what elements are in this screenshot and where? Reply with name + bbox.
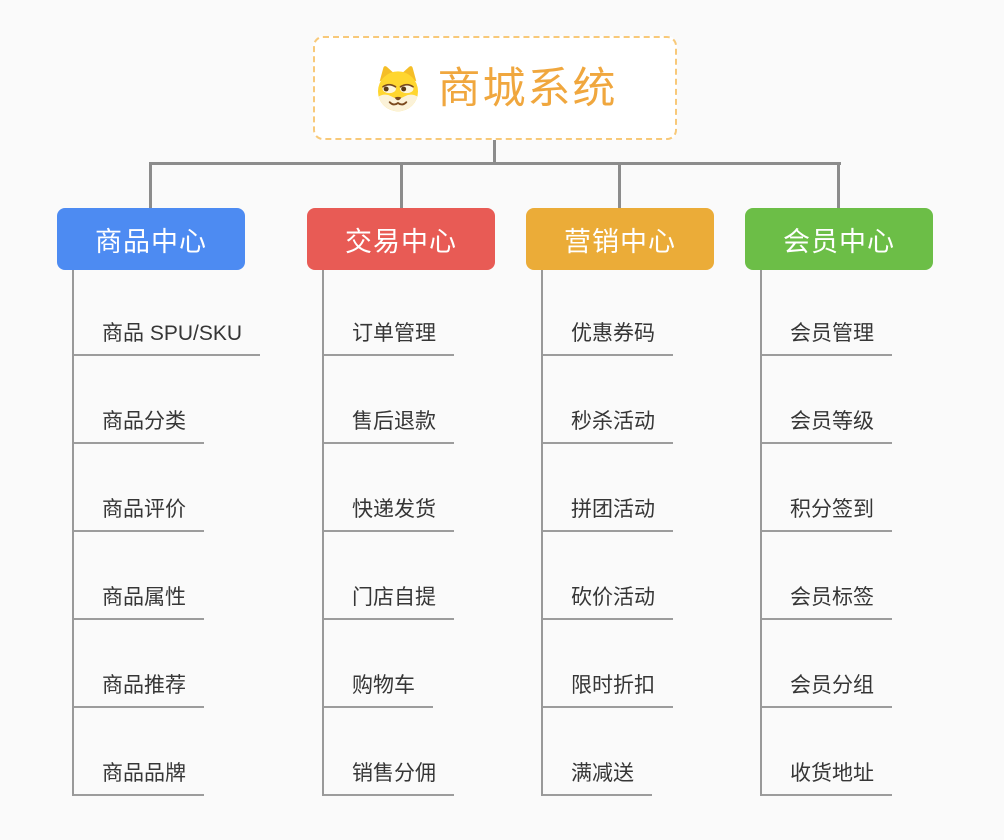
leaf-node[interactable]: 商品属性 xyxy=(74,532,204,620)
leaf-column-member: 会员管理 会员等级 积分签到 会员标签 会员分组 收货地址 xyxy=(760,270,892,796)
leaf-node[interactable]: 售后退款 xyxy=(324,356,454,444)
connector-stub-member xyxy=(837,162,840,208)
branch-node-product-center[interactable]: 商品中心 xyxy=(57,208,245,270)
connector-root-stub xyxy=(493,140,496,164)
leaf-node[interactable]: 商品推荐 xyxy=(74,620,204,708)
branch-label: 交易中心 xyxy=(345,226,457,257)
leaf-node[interactable]: 门店自提 xyxy=(324,532,454,620)
leaf-node[interactable]: 商品评价 xyxy=(74,444,204,532)
branch-label: 商品中心 xyxy=(95,226,207,257)
branch-node-member-center[interactable]: 会员中心 xyxy=(745,208,933,270)
connector-stub-product xyxy=(149,162,152,208)
leaf-node[interactable]: 优惠券码 xyxy=(543,270,673,356)
leaf-node[interactable]: 秒杀活动 xyxy=(543,356,673,444)
leaf-node[interactable]: 销售分佣 xyxy=(324,708,454,796)
leaf-node[interactable]: 会员管理 xyxy=(762,270,892,356)
branch-label: 会员中心 xyxy=(783,226,895,257)
leaf-node[interactable]: 会员标签 xyxy=(762,532,892,620)
doge-icon xyxy=(377,66,418,112)
leaf-node[interactable]: 积分签到 xyxy=(762,444,892,532)
leaf-node[interactable]: 拼团活动 xyxy=(543,444,673,532)
branch-node-trade-center[interactable]: 交易中心 xyxy=(307,208,495,270)
leaf-node[interactable]: 商品 SPU/SKU xyxy=(74,270,261,356)
connector-stub-trade xyxy=(400,162,403,208)
leaf-column-product: 商品 SPU/SKU 商品分类 商品评价 商品属性 商品推荐 商品品牌 xyxy=(72,270,261,796)
leaf-node[interactable]: 满减送 xyxy=(543,708,652,796)
connector-bus xyxy=(150,162,841,165)
root-title: 商城系统 xyxy=(437,64,618,113)
leaf-node[interactable]: 砍价活动 xyxy=(543,532,673,620)
branch-label: 营销中心 xyxy=(564,226,676,257)
connector-stub-marketing xyxy=(618,162,621,208)
leaf-node[interactable]: 快递发货 xyxy=(324,444,454,532)
leaf-node[interactable]: 商品品牌 xyxy=(74,708,204,796)
leaf-node[interactable]: 购物车 xyxy=(324,620,433,708)
root-node-mall-system[interactable]: 商城系统 xyxy=(313,36,677,140)
leaf-node[interactable]: 限时折扣 xyxy=(543,620,673,708)
leaf-node[interactable]: 订单管理 xyxy=(324,270,454,356)
leaf-node[interactable]: 商品分类 xyxy=(74,356,204,444)
leaf-node[interactable]: 会员等级 xyxy=(762,356,892,444)
branch-node-marketing-center[interactable]: 营销中心 xyxy=(526,208,714,270)
leaf-column-trade: 订单管理 售后退款 快递发货 门店自提 购物车 销售分佣 xyxy=(322,270,454,796)
leaf-node[interactable]: 收货地址 xyxy=(762,708,892,796)
leaf-node[interactable]: 会员分组 xyxy=(762,620,892,708)
leaf-column-marketing: 优惠券码 秒杀活动 拼团活动 砍价活动 限时折扣 满减送 xyxy=(541,270,673,796)
